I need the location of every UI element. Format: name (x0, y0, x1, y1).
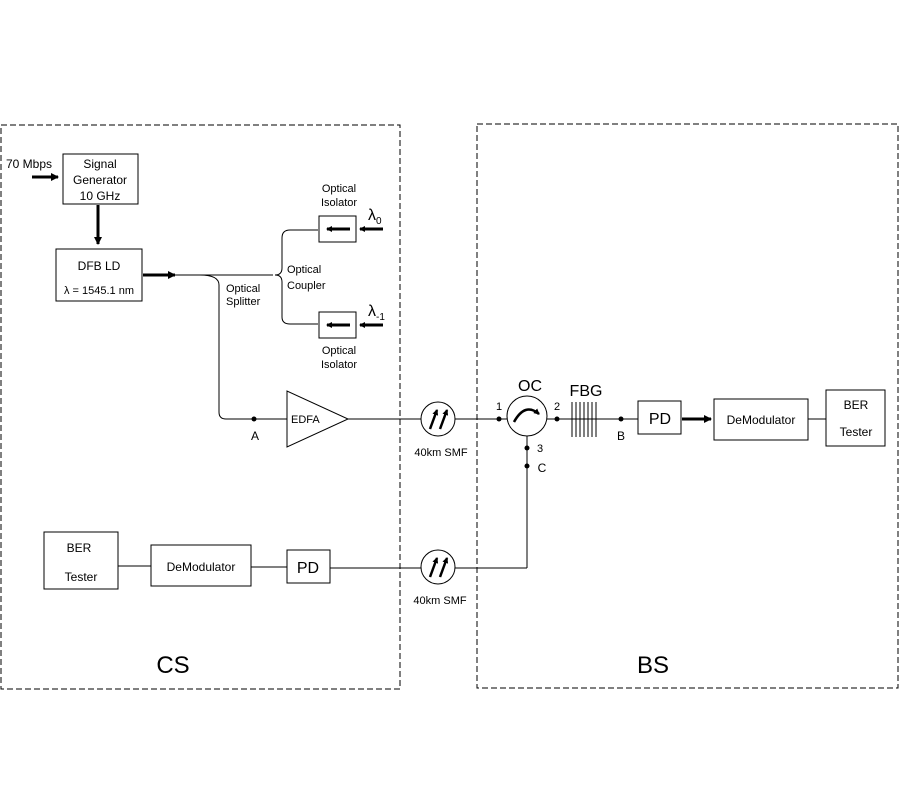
port1-dot (496, 416, 502, 422)
optical-coupler (274, 229, 318, 325)
svg-text:Optical: Optical (322, 345, 356, 357)
splitter-label-1: Optical (226, 283, 260, 295)
downlink-smf-spool (420, 401, 456, 437)
optical-isolator-bottom: λ-1 Optical Isolator (318, 303, 385, 371)
svg-text:DeModulator: DeModulator (167, 560, 236, 574)
splitter-branch-fiber (199, 274, 287, 420)
input-rate-label: 70 Mbps (6, 157, 52, 171)
splitter-label-2: Splitter (226, 296, 261, 308)
svg-text:Isolator: Isolator (321, 197, 357, 209)
bs-ber-tester-block: BER Tester (825, 389, 886, 447)
point-c-label: C (538, 461, 547, 475)
svg-text:Signal: Signal (83, 157, 116, 171)
downlink-smf-label: 40km SMF (414, 447, 467, 459)
point-a-label: A (251, 429, 259, 443)
svg-text:Optical: Optical (322, 183, 356, 195)
cs-label: CS (156, 652, 189, 679)
coupler-label-1: Optical (287, 264, 321, 276)
fbg-label: FBG (570, 383, 603, 400)
svg-text:10 GHz: 10 GHz (80, 189, 121, 203)
svg-text:λ0: λ0 (368, 207, 382, 227)
point-a-dot (251, 416, 257, 422)
svg-text:Isolator: Isolator (321, 359, 357, 371)
point-b-label: B (617, 429, 625, 443)
point-b-dot (618, 416, 624, 422)
port2-label: 2 (554, 401, 560, 413)
uplink-smf-label: 40km SMF (413, 595, 466, 607)
svg-text:EDFA: EDFA (291, 414, 320, 426)
fbg-grating (571, 402, 597, 437)
bs-region (476, 123, 899, 689)
point-c-dot (524, 463, 530, 469)
svg-text:λ-1: λ-1 (368, 303, 385, 323)
uplink-smf-spool (420, 549, 456, 585)
cs-ber-tester-block: BER Tester (43, 531, 119, 590)
svg-text:Tester: Tester (65, 570, 98, 584)
port3-label: 3 (537, 443, 543, 455)
bs-label: BS (637, 652, 669, 679)
signal-generator-block: Signal Generator 10 GHz (62, 153, 139, 205)
port3-dot (524, 445, 530, 451)
svg-text:λ = 1545.1 nm: λ = 1545.1 nm (64, 285, 134, 297)
cs-region (0, 124, 401, 690)
svg-text:BER: BER (67, 541, 92, 555)
edfa-amplifier: EDFA (286, 390, 350, 448)
cs-demodulator-block: DeModulator (150, 544, 252, 587)
bs-photodiode-block: PD (637, 400, 682, 435)
port1-label: 1 (496, 401, 502, 413)
svg-text:PD: PD (649, 411, 671, 428)
coupler-label-2: Coupler (287, 280, 326, 292)
bs-demodulator-block: DeModulator (713, 398, 809, 441)
svg-text:Generator: Generator (73, 173, 127, 187)
optical-circulator (506, 395, 548, 437)
svg-text:DeModulator: DeModulator (727, 413, 796, 427)
svg-text:PD: PD (297, 560, 319, 577)
svg-text:Tester: Tester (840, 425, 873, 439)
dfb-ld-block: DFB LD λ = 1545.1 nm (55, 248, 143, 302)
optical-isolator-top: Optical Isolator λ0 (318, 183, 383, 243)
cs-photodiode-block: PD (286, 549, 331, 584)
circulator-label: OC (518, 378, 542, 395)
svg-text:DFB LD: DFB LD (78, 259, 121, 273)
svg-text:BER: BER (844, 398, 869, 412)
